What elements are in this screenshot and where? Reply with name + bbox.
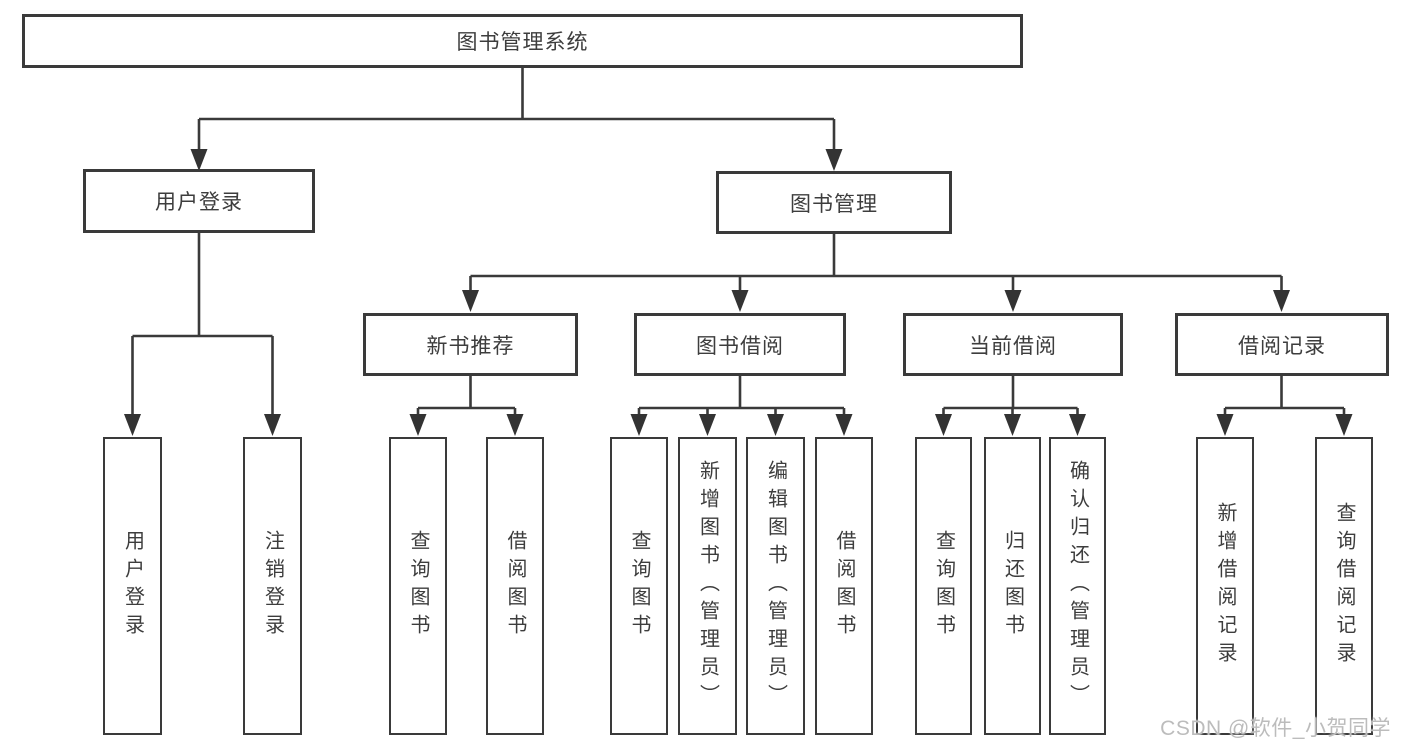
node-user-login: 用户登录	[83, 169, 315, 233]
node-book-management: 图书管理	[716, 171, 952, 234]
leaf-label: 新增图书（管理员）	[696, 460, 719, 712]
csdn-watermark: CSDN @软件_小贺同学	[1160, 717, 1391, 740]
node-label: 借阅记录	[1238, 334, 1326, 358]
arrow-down-icon	[409, 414, 427, 436]
node-label: 当前借阅	[969, 334, 1057, 358]
leaf-label: 归还图书	[1001, 530, 1024, 642]
arrow-down-icon	[1273, 290, 1290, 312]
arrow-down-icon	[462, 290, 479, 312]
leaf-query-books: 查询图书	[610, 437, 668, 735]
arrow-down-icon	[1069, 414, 1086, 436]
arrow-down-icon	[767, 414, 784, 436]
node-label: 用户登录	[155, 191, 243, 214]
node-label: 图书管理	[790, 192, 878, 216]
leaf-label: 用户登录	[121, 530, 144, 642]
leaf-return-books: 归还图书	[984, 437, 1041, 735]
leaf-edit-books-admin: 编辑图书（管理员）	[746, 437, 805, 735]
leaf-query-borrow-record: 查询借阅记录	[1315, 437, 1373, 735]
leaf-label: 编辑图书（管理员）	[764, 460, 787, 712]
leaf-label: 查询图书	[932, 530, 955, 642]
leaf-label: 新增借阅记录	[1214, 502, 1236, 670]
leaf-label: 借阅图书	[833, 530, 855, 642]
arrow-down-icon	[1004, 414, 1021, 436]
arrow-down-icon	[1216, 414, 1234, 436]
leaf-borrow-books: 借阅图书	[486, 437, 544, 735]
connector-root-to-level2	[197, 68, 836, 156]
connector-records-to-leaves	[1223, 376, 1346, 420]
leaf-logout: 注销登录	[243, 437, 302, 735]
node-current-borrowing: 当前借阅	[903, 313, 1123, 376]
node-book-borrowing: 图书借阅	[634, 313, 846, 376]
leaf-label: 查询图书	[407, 530, 429, 642]
leaf-borrow-books: 借阅图书	[815, 437, 873, 735]
arrow-down-icon	[124, 414, 141, 436]
arrow-down-icon	[699, 414, 716, 436]
node-label: 新书推荐	[426, 334, 515, 358]
node-new-book-recommendation: 新书推荐	[363, 313, 578, 376]
leaf-add-books-admin: 新增图书（管理员）	[678, 437, 737, 735]
node-label: 图书借阅	[696, 334, 784, 358]
arrow-down-icon	[935, 414, 952, 436]
leaf-query-books: 查询图书	[915, 437, 972, 735]
arrow-down-icon	[264, 414, 281, 436]
arrowheads	[124, 149, 1353, 436]
arrow-down-icon	[1335, 414, 1353, 436]
arrow-down-icon	[1004, 290, 1022, 312]
node-library-management-system: 图书管理系统	[22, 14, 1023, 68]
leaf-add-borrow-record: 新增借阅记录	[1196, 437, 1254, 735]
connector-current-to-leaves	[942, 376, 1079, 420]
arrow-down-icon	[731, 290, 749, 312]
arrow-down-icon	[506, 414, 524, 436]
leaf-label: 注销登录	[261, 530, 284, 642]
arrow-down-icon	[190, 149, 208, 171]
leaf-label: 借阅图书	[504, 530, 526, 642]
leaf-confirm-return-admin: 确认归还（管理员）	[1049, 437, 1106, 735]
leaf-label: 确认归还（管理员）	[1066, 460, 1089, 712]
leaf-label: 查询图书	[628, 530, 650, 642]
connector-borrowing-to-leaves	[637, 376, 846, 420]
leaf-query-books: 查询图书	[389, 437, 447, 735]
node-label: 图书管理系统	[456, 31, 589, 54]
connector-userlogin-to-leaves	[131, 233, 274, 420]
leaf-label: 查询借阅记录	[1333, 502, 1355, 670]
arrow-down-icon	[630, 414, 648, 436]
node-borrowing-records: 借阅记录	[1175, 313, 1389, 376]
connector-newbook-to-leaves	[416, 376, 517, 420]
leaf-user-login: 用户登录	[103, 437, 162, 735]
connector-bookmgmt-to-level3	[469, 234, 1283, 296]
arrow-down-icon	[835, 414, 853, 436]
arrow-down-icon	[825, 149, 843, 171]
